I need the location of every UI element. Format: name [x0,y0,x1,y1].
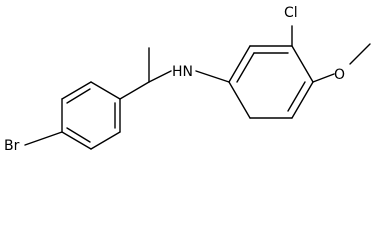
double-bond-inner [287,81,306,112]
bromine-label: Br [4,138,20,150]
bond [228,81,251,119]
chloromethoxyphenyl-ring [228,45,314,119]
bond [291,45,314,83]
bond [90,131,121,150]
bond [228,45,251,83]
bond [24,131,63,146]
chlorine-label: Cl [284,5,298,21]
bond [61,131,92,150]
bond [119,81,150,100]
double-bond-inner [236,52,255,83]
bromophenyl-ring [61,81,121,150]
amine-label: HN [172,64,193,80]
bond [90,81,121,100]
bond [61,81,92,100]
double-bond-inner [66,127,91,143]
chemical-structure-diagram: Br HN Cl O [4,5,371,150]
oxygen-label: O [334,67,345,83]
double-bond-inner [66,88,91,104]
bond [195,70,230,83]
bond [349,43,371,65]
bond [148,70,172,83]
bond [312,73,335,83]
bond [291,81,314,119]
